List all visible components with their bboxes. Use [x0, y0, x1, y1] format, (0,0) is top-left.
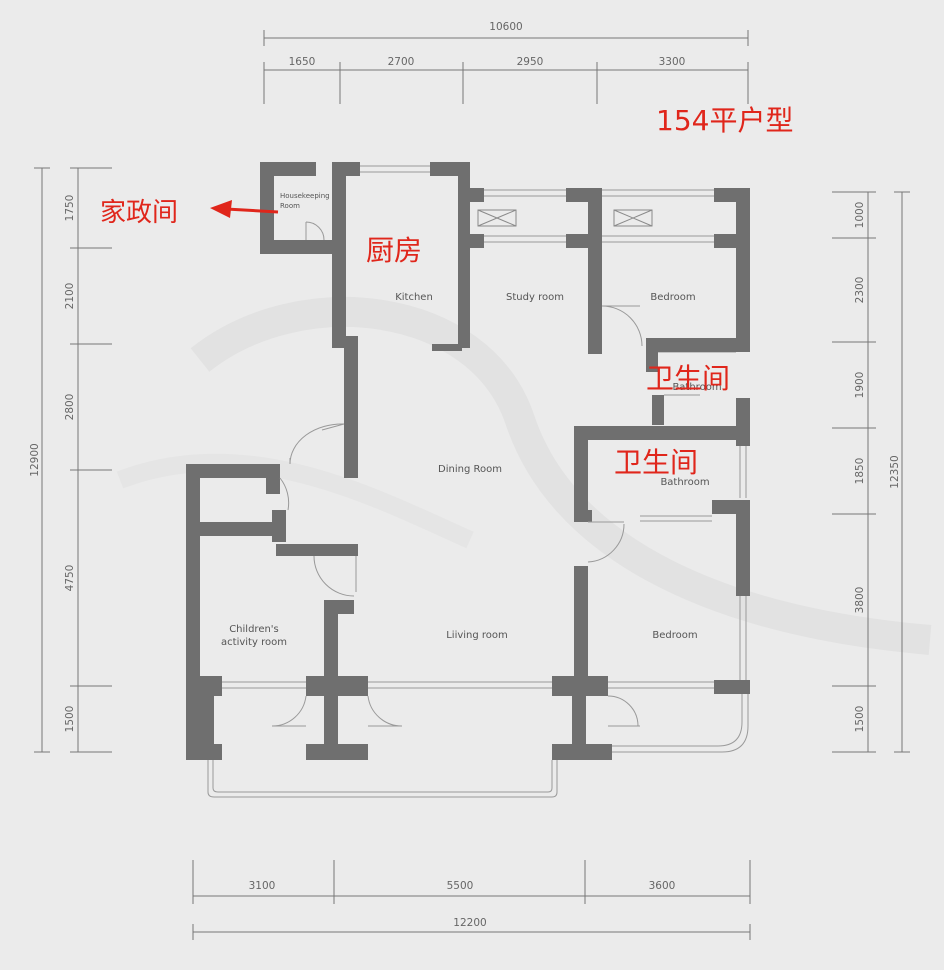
annotation-housekeeping: 家政间 — [100, 198, 178, 228]
annotation-arrow-icon — [210, 200, 279, 218]
dim-right-seg-2: 2300 — [854, 277, 866, 304]
dim-bottom-seg-1: 3100 — [249, 880, 276, 892]
dim-left-seg-2: 2100 — [64, 283, 76, 310]
dim-right-total: 12350 — [889, 455, 901, 488]
dim-right-seg-6: 1500 — [854, 706, 866, 733]
annotation-bath-mid: 卫生间 — [614, 446, 698, 479]
dim-top-total: 10600 — [489, 21, 522, 33]
dim-top-seg-4: 3300 — [659, 56, 686, 68]
dim-right-seg-1: 1000 — [854, 202, 866, 229]
door-swings — [271, 221, 700, 727]
dim-left-total: 12900 — [29, 443, 41, 476]
dim-left-seg-5: 1500 — [64, 706, 76, 733]
room-label-housekeeping-1: Housekeeping — [280, 192, 330, 200]
dim-bottom-seg-2: 5500 — [447, 880, 474, 892]
annotation-bath-top: 卫生间 — [646, 362, 730, 395]
dim-top-seg-2: 2700 — [388, 56, 415, 68]
dim-right-seg-4: 1850 — [854, 458, 866, 485]
background-swirl-2 — [116, 453, 474, 549]
room-label-bedroom-top: Bedroom — [650, 292, 695, 303]
room-label-bedroom-bottom: Bedroom — [652, 630, 697, 641]
dim-top-seg-1: 1650 — [289, 56, 316, 68]
dim-left-seg-3: 2800 — [64, 394, 76, 421]
room-label-children-2: activity room — [221, 637, 287, 648]
dim-right-seg-5: 3800 — [854, 587, 866, 614]
dim-bottom-seg-3: 3600 — [649, 880, 676, 892]
floor-plan-title: 154平户型 — [656, 104, 793, 137]
dimension-lines — [34, 30, 910, 940]
room-label-housekeeping-2: Room — [280, 202, 300, 210]
room-label-living: Liiving room — [446, 630, 508, 641]
room-label-study: Study room — [506, 292, 564, 303]
room-label-bath-top: Bathroom — [672, 382, 721, 393]
dim-left-seg-4: 4750 — [64, 565, 76, 592]
walls — [186, 162, 750, 760]
background-swirl — [190, 297, 932, 655]
room-label-kitchen: Kitchen — [395, 292, 433, 303]
annotation-kitchen: 厨房 — [366, 234, 422, 267]
room-label-dining: Dining Room — [438, 464, 502, 475]
dim-top-seg-3: 2950 — [517, 56, 544, 68]
dim-right-seg-3: 1900 — [854, 372, 866, 399]
room-label-children-1: Children's — [229, 624, 279, 635]
room-label-bath-mid: Bathroom — [660, 477, 709, 488]
dim-left-seg-1: 1750 — [64, 195, 76, 222]
window-boxes — [477, 209, 653, 227]
dim-bottom-total: 12200 — [453, 917, 486, 929]
